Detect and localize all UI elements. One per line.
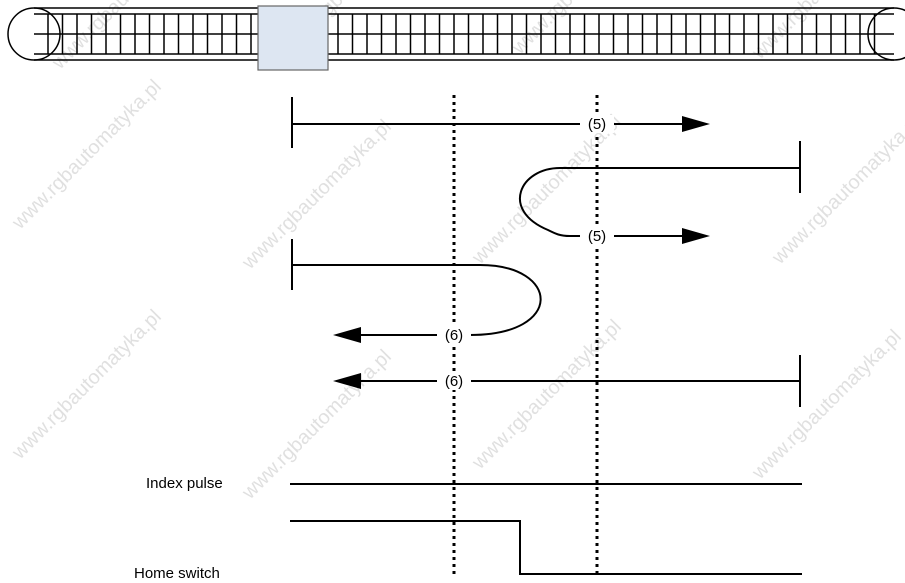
watermark: www.rgbautomatyka.pl [47, 0, 206, 74]
label-bg [437, 326, 471, 344]
watermark: www.rgbautomatyka.pl [7, 76, 166, 235]
watermark: www.rgbautomatyka.pl [467, 111, 626, 270]
conveyor-belt [7, 5, 905, 71]
homing-path-2 [518, 141, 801, 244]
step-label: (5) [588, 228, 606, 245]
step-label: (5) [588, 116, 606, 133]
arrow-head-left [333, 327, 361, 343]
label-bg [437, 372, 471, 390]
watermark: www.rgbautomatyka.pl [767, 111, 905, 270]
home-switch-signal [290, 520, 802, 575]
step-label: (6) [445, 373, 463, 390]
label-bg [580, 115, 614, 133]
path-line [518, 167, 800, 237]
watermark: www.rgbautomatyka.pl [467, 316, 626, 475]
watermark: www.rgbautomatyka.pl [237, 116, 396, 275]
arrow-head-right [682, 228, 710, 244]
arrow-head-right [682, 116, 710, 132]
homing-path-3 [291, 239, 542, 343]
path-line [292, 264, 542, 336]
index-pulse-label: Index pulse [146, 475, 223, 492]
watermark: www.rgbautomatyka.pl [747, 326, 905, 485]
homing-path-1 [291, 97, 710, 148]
watermark-layer: www.rgbautomatyka.pl www.rgbautomatyka.p… [7, 0, 905, 504]
homing-path-4 [333, 355, 801, 407]
watermark: www.rgbautomatyka.pl [237, 346, 396, 505]
arrow-head-left [333, 373, 361, 389]
watermark: www.rgbautomatyka.pl [7, 306, 166, 465]
carriage [257, 5, 329, 71]
label-bg [580, 227, 614, 245]
home-switch-label: Home switch [134, 565, 220, 582]
step-label: (6) [445, 327, 463, 344]
